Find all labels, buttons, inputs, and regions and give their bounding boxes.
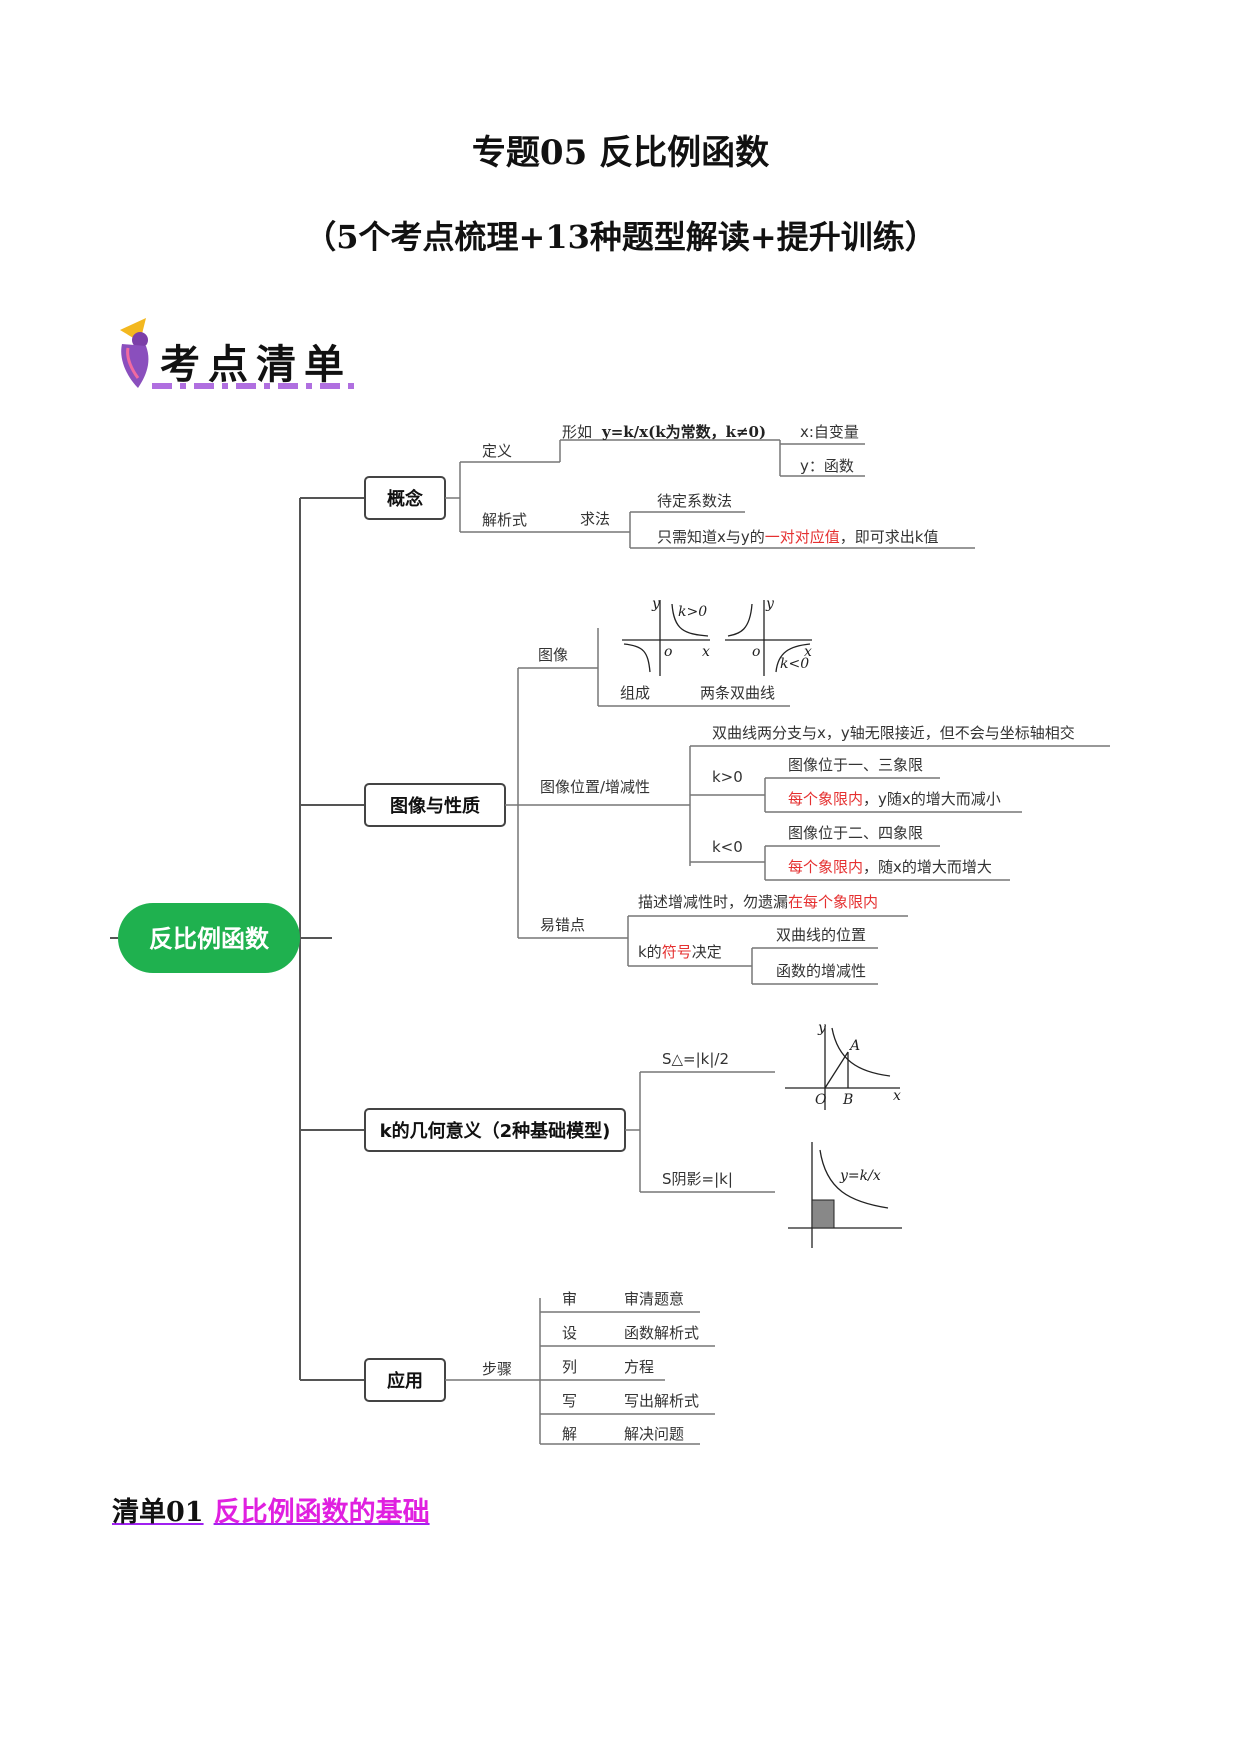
analytic-label: 解析式 (482, 511, 527, 529)
wizard-mascot-icon (120, 318, 362, 389)
step-key: 列 (562, 1358, 577, 1376)
step-value: 函数解析式 (624, 1324, 699, 1342)
method-b: 只需知道x与y的一对对应值，即可求出k值 (657, 528, 938, 546)
image-label: 图像 (538, 646, 568, 664)
kgt0-monotonic: 每个象限内，y随x的增大而减小 (788, 790, 1001, 808)
k-negative-label: k<0 (780, 656, 809, 672)
step-key: 审 (562, 1290, 577, 1308)
banner-title: 考点清单 (160, 341, 352, 388)
concept-branch: 概念 定义 形如 y=k/x(k为常数，k≠0) x:自变量 y：函数 解析式 … (364, 423, 975, 549)
axis-y-label-2: y (765, 596, 775, 612)
kgt0-label: k>0 (712, 768, 743, 786)
pitfall-b1: 双曲线的位置 (776, 926, 866, 944)
asymptote-text: 双曲线两分支与x，y轴无限接近，但不会与坐标轴相交 (712, 724, 1075, 742)
graph-label: 图像与性质 (390, 795, 480, 817)
kgt0-quadrant: 图像位于一、三象限 (788, 756, 923, 774)
graph-branch: 图像与性质 图像 (364, 596, 1110, 985)
root-node: 反比例函数 (118, 903, 300, 973)
section-prefix: 清单01 (112, 1497, 204, 1528)
klt0-monotonic: 每个象限内，随x的增大而增大 (788, 858, 992, 876)
y-variable: y：函数 (800, 457, 854, 475)
tri-y-label: y (817, 1020, 827, 1036)
pitfall-a: 描述增减性时，勿遗漏在每个象限内 (638, 893, 878, 911)
tri-a-label: A (848, 1038, 860, 1054)
hyperbola-k-positive-sketch (622, 600, 710, 676)
concept-label: 概念 (387, 488, 423, 510)
step-value: 解决问题 (624, 1425, 684, 1443)
tri-o-label: O (815, 1092, 827, 1108)
origin-label-2: o (752, 644, 760, 660)
application-label: 应用 (387, 1370, 423, 1392)
axis-x-label-1: x (702, 644, 710, 660)
two-curves-label: 两条双曲线 (700, 684, 775, 702)
origin-label-1: o (664, 644, 672, 660)
form-formula: y=k/x(k为常数，k≠0) (601, 423, 766, 441)
root-label: 反比例函数 (149, 925, 270, 953)
steps-label: 步骤 (482, 1360, 512, 1378)
trunk-connectors (110, 497, 365, 1381)
application-branch: 应用 步骤 审 审清题意 设 函数解析式 列 方程 写 写出解析式 解 解决问题 (364, 1290, 715, 1445)
pitfall-b2: 函数的增减性 (776, 962, 866, 980)
form-prefix: 形如 (562, 423, 592, 441)
model1-label: S△=|k|/2 (662, 1050, 729, 1068)
step-value: 审清题意 (624, 1290, 684, 1308)
triangle-model-sketch (785, 1026, 900, 1110)
tri-b-label: B (842, 1092, 853, 1108)
composition-label: 组成 (620, 684, 650, 702)
klt0-quadrant: 图像位于二、四象限 (788, 824, 923, 842)
method-label: 求法 (580, 510, 610, 528)
model2-label: S阴影=|k| (662, 1170, 733, 1188)
x-variable: x:自变量 (800, 423, 859, 441)
pitfall-label: 易错点 (540, 916, 585, 934)
step-value: 方程 (624, 1358, 654, 1376)
position-label: 图像位置/增减性 (540, 778, 650, 796)
section-name: 反比例函数的基础 (213, 1497, 430, 1528)
geometry-label: k的几何意义（2种基础模型) (380, 1120, 611, 1142)
banner: 考点清单 (112, 318, 372, 400)
pitfall-b: k的符号决定 (638, 943, 722, 961)
page-subtitle: （5个考点梳理+13种题型解读+提升训练） (304, 218, 937, 256)
step-key: 写 (562, 1392, 577, 1410)
klt0-label: k<0 (712, 838, 743, 856)
definition-label: 定义 (482, 442, 512, 460)
step-value: 写出解析式 (624, 1392, 699, 1410)
page-title: 专题05 反比例函数 (471, 133, 770, 173)
rectangle-model-sketch (788, 1142, 902, 1248)
axis-x-label-2: x (804, 644, 812, 660)
hyperbola-k-negative-sketch (725, 600, 812, 676)
section-heading: 清单01 反比例函数的基础 (112, 1490, 430, 1529)
step-key: 设 (562, 1324, 577, 1342)
geometry-branch: k的几何意义（2种基础模型) S△=|k|/2 S阴影=|k| y A O B … (364, 1020, 902, 1248)
k-positive-label: k>0 (678, 604, 707, 620)
rect-formula-label: y=k/x (839, 1168, 881, 1184)
tri-x-label: x (893, 1088, 901, 1104)
axis-y-label-1: y (651, 596, 661, 612)
step-key: 解 (562, 1425, 577, 1443)
method-a: 待定系数法 (657, 492, 732, 510)
